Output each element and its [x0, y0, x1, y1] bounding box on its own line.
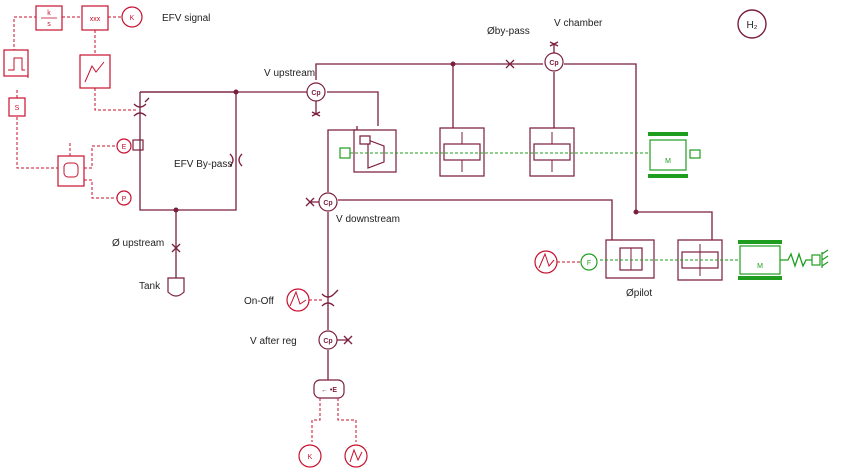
efv-mass-port: [689, 149, 701, 159]
pilot-mass-label: M: [757, 263, 763, 270]
on-off-label: On-Off: [244, 296, 274, 307]
signal-curve-icon: [538, 252, 555, 269]
pressure-sensor[interactable]: [116, 190, 132, 206]
effort-sensor[interactable]: [116, 138, 132, 154]
efv-spring-port: [339, 147, 351, 159]
step-signal-block[interactable]: [3, 49, 29, 77]
scope-screen-icon: [63, 162, 79, 178]
cp-upstream[interactable]: Cp V upstream: [264, 68, 326, 117]
h2-badge: H₂: [737, 9, 767, 39]
efv-signal-chain: k s xxx K S E P EFV signal: [3, 5, 210, 206]
force-source-label: F: [587, 260, 591, 267]
s-block[interactable]: [8, 97, 26, 117]
bypass-piston[interactable]: [439, 127, 485, 177]
h2-label: H₂: [746, 20, 757, 31]
tank[interactable]: Tank: [139, 277, 185, 297]
cp-downstream[interactable]: Cp V downstream: [305, 192, 400, 225]
efv-mass-label: M: [665, 158, 671, 165]
o-upstream-label: Ø upstream: [112, 238, 164, 249]
o-bypass-label: Øby-pass: [487, 26, 530, 37]
on-off-signal-source[interactable]: [286, 288, 322, 312]
step-icon: [8, 57, 25, 71]
o-pilot-label: Øpilot: [626, 288, 652, 299]
upstream-orifice[interactable]: [171, 243, 181, 253]
efv-bypass-orifice[interactable]: [229, 153, 243, 167]
v-upstream-label: V upstream: [264, 68, 315, 79]
lookup-table-block[interactable]: [79, 54, 111, 89]
pilot-mass[interactable]: M: [738, 240, 782, 280]
svg-text:Cp: Cp: [323, 200, 332, 207]
gain-source[interactable]: [121, 6, 143, 28]
tank-label: Tank: [139, 281, 161, 292]
efv-valve[interactable]: [339, 129, 397, 173]
ground-icon: [821, 249, 829, 268]
integrator-k: k: [47, 10, 51, 17]
cp-after-reg[interactable]: Cp V after reg: [250, 330, 353, 350]
integrator-block[interactable]: [35, 5, 63, 31]
lookup-curve-icon: [84, 61, 105, 83]
flow-source[interactable]: ← •E: [311, 379, 357, 442]
on-off-valve[interactable]: [321, 289, 339, 307]
sensor-port: [132, 139, 144, 151]
curve-icon: [349, 448, 363, 463]
v-after-reg-label: V after reg: [250, 336, 297, 347]
bypass-orifice[interactable]: [505, 59, 515, 69]
flow-source-label: ← •E: [321, 387, 337, 394]
cp-chamber[interactable]: Cp Øby-pass V chamber: [487, 18, 603, 72]
function-block[interactable]: [81, 5, 109, 31]
efv-orifice[interactable]: [133, 97, 150, 117]
efv-bypass-label: EFV By-pass: [174, 159, 232, 170]
ramp-icon: [289, 290, 307, 307]
efv-mass[interactable]: M: [648, 132, 701, 178]
v-chamber-label: V chamber: [554, 18, 603, 29]
hydraulic-network: [139, 61, 713, 380]
constant-icon: K: [308, 454, 313, 461]
pilot-valve[interactable]: Øpilot: [605, 239, 655, 299]
chamber-piston[interactable]: [529, 127, 575, 177]
svg-text:Cp: Cp: [323, 338, 332, 345]
pilot-spring[interactable]: [780, 249, 829, 269]
bottom-curve-source[interactable]: [344, 444, 368, 468]
integrator-s: s: [47, 21, 51, 28]
v-downstream-label: V downstream: [336, 214, 400, 225]
svg-text:Cp: Cp: [549, 60, 558, 67]
pressure-sensor-label: P: [122, 196, 127, 203]
scope-block[interactable]: [57, 155, 85, 187]
svg-text:Cp: Cp: [311, 90, 320, 97]
bottom-constant-source[interactable]: K: [298, 444, 322, 468]
s-block-label: S: [15, 105, 20, 112]
effort-sensor-label: E: [122, 144, 127, 151]
orifices: [133, 59, 515, 307]
efv-signal-label: EFV signal: [162, 13, 210, 24]
pilot-force-input[interactable]: F: [534, 250, 598, 274]
force-source: [580, 253, 598, 271]
gain-source-icon: K: [130, 15, 135, 22]
function-block-label: xxx: [90, 16, 101, 23]
